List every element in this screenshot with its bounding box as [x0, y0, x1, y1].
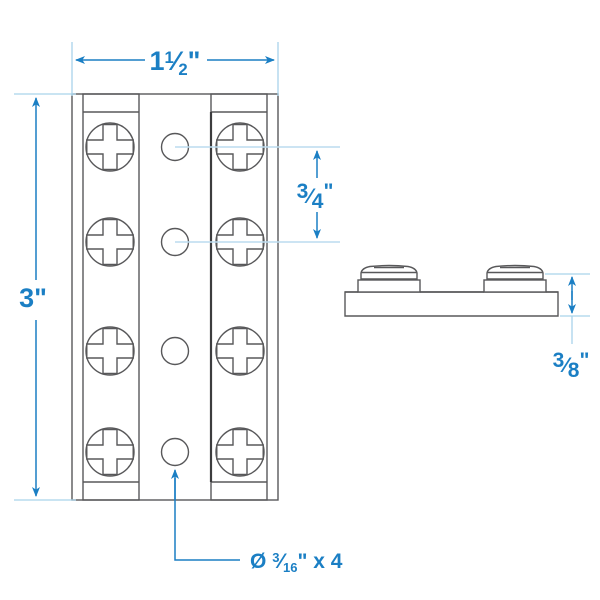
mounting-hole-column — [160, 132, 190, 467]
mounting-hole — [160, 336, 190, 366]
phillips-cross-slot — [216, 123, 264, 171]
dimension-hole-spacing: 3⁄4" — [175, 146, 340, 243]
screw-head — [85, 326, 135, 376]
dimension-thickness: 3⁄8" — [545, 273, 590, 382]
hole-callout-label: Ø 3⁄16" x 4 — [250, 550, 343, 575]
dimension-height: 3" — [14, 93, 76, 501]
height-dimension-label: 3" — [19, 283, 47, 313]
front-view — [71, 93, 279, 501]
hole-spacing-dimension-label: 3⁄4" — [297, 180, 334, 213]
thickness-dimension-label: 3⁄8" — [553, 349, 590, 382]
phillips-cross-slot — [216, 218, 264, 266]
phillips-cross-slot — [216, 428, 264, 476]
phillips-cross-slot — [86, 327, 134, 375]
side-view-right-boss — [483, 279, 547, 293]
callout-mounting-holes: Ø 3⁄16" x 4 — [171, 469, 343, 575]
side-view-base-plate — [344, 291, 559, 317]
phillips-cross-slot — [86, 123, 134, 171]
phillips-cross-slot — [86, 218, 134, 266]
right-screw-column — [215, 122, 265, 477]
phillips-cross-slot — [86, 428, 134, 476]
phillips-cross-slot — [216, 327, 264, 375]
left-screw-column — [85, 122, 135, 477]
mounting-hole — [160, 437, 190, 467]
screw-head — [215, 326, 265, 376]
right-terminal-rail — [209, 93, 268, 501]
side-view — [344, 264, 559, 317]
left-terminal-rail — [82, 93, 140, 501]
dimension-width: 11⁄2" — [71, 42, 279, 96]
hole-callout-leader — [174, 478, 240, 561]
screw-head — [85, 427, 135, 477]
screw-head — [85, 122, 135, 172]
side-view-left-boss — [357, 279, 421, 293]
width-dimension-label: 11⁄2" — [150, 46, 201, 79]
screw-head — [215, 427, 265, 477]
screw-head — [85, 217, 135, 267]
left-rail-outline — [82, 93, 140, 501]
